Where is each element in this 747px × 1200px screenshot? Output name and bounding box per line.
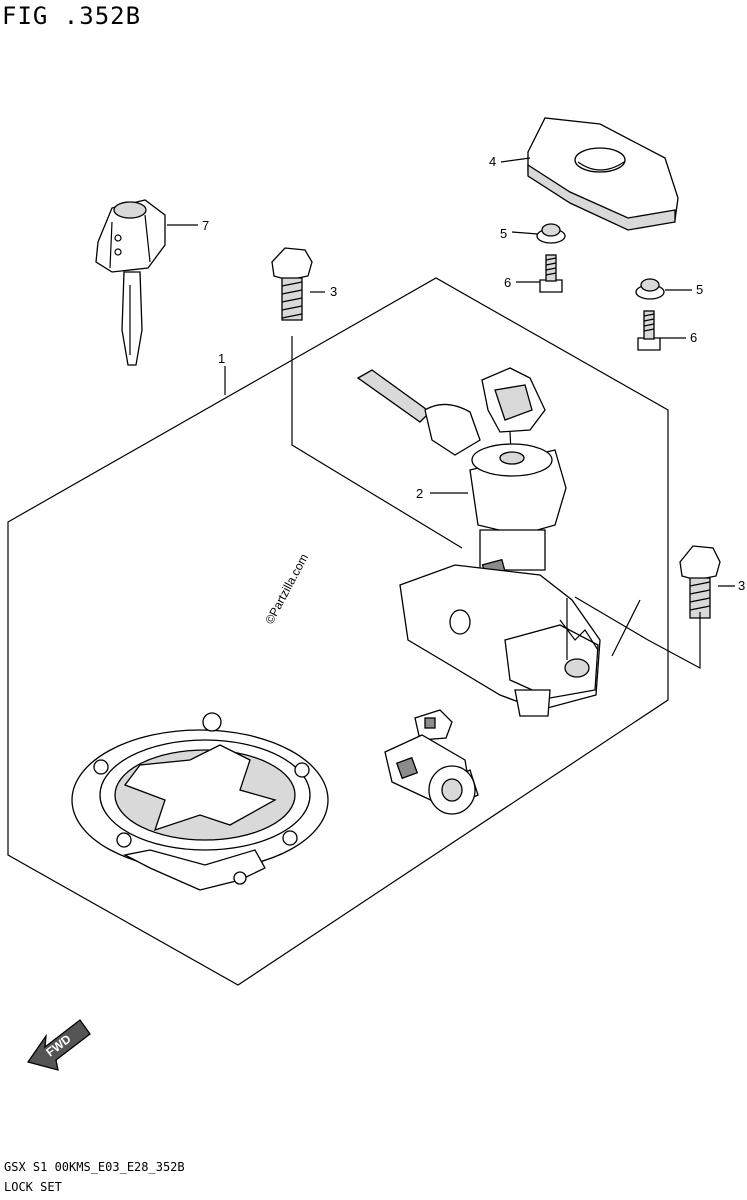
callout-7: 7 [202, 218, 209, 233]
watermark: ©Partzilla.com [262, 551, 311, 626]
fwd-arrow-icon: FWD [26, 1019, 91, 1071]
footer-code: GSX S1 00KMS_E03_E28_352B [4, 1160, 185, 1174]
cover-part[interactable] [527, 117, 679, 231]
leader-lines [167, 157, 735, 670]
screw-part-upper[interactable] [539, 254, 563, 293]
callout-3-right: 3 [738, 578, 745, 593]
seat-lock-cylinder[interactable] [384, 709, 479, 815]
callout-6-upper: 6 [504, 275, 511, 290]
ignition-switch-part[interactable] [356, 367, 601, 717]
callout-1: 1 [218, 351, 225, 366]
fuel-tank-cap[interactable] [71, 712, 329, 891]
key-part[interactable] [95, 199, 166, 366]
callout-5-upper: 5 [500, 226, 507, 241]
figure-title: FIG .352B [2, 2, 142, 30]
callout-5-right: 5 [696, 282, 703, 297]
screw-part-right[interactable] [637, 310, 661, 351]
bolt-part-upper[interactable] [271, 247, 313, 321]
callout-3-upper: 3 [330, 284, 337, 299]
footer-name: LOCK SET [4, 1180, 62, 1194]
washer-part-upper[interactable] [536, 223, 566, 244]
callout-6-right: 6 [690, 330, 697, 345]
kit-boundary [7, 277, 669, 986]
callout-2: 2 [416, 486, 423, 501]
bolt-part-right[interactable] [679, 545, 721, 619]
callout-4: 4 [489, 154, 496, 169]
washer-part-right[interactable] [635, 278, 665, 300]
